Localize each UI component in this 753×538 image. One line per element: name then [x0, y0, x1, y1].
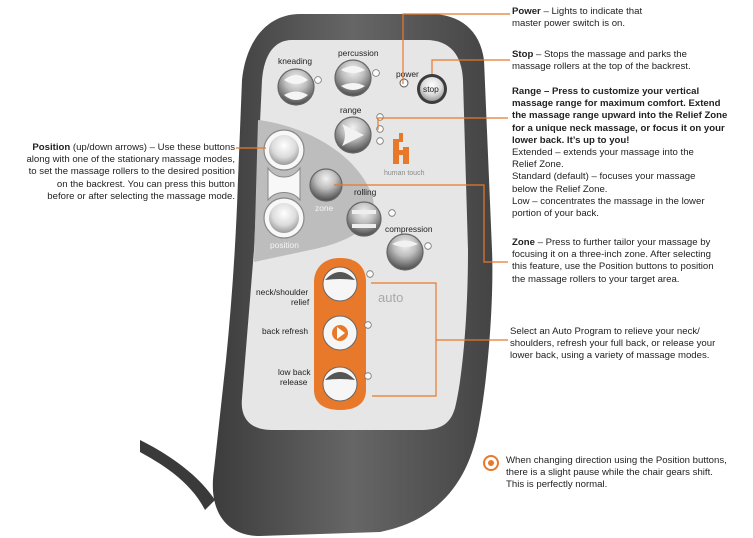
compression-button[interactable] — [386, 233, 424, 271]
zone-callout: Zone – Press to further tailor your mass… — [512, 237, 748, 286]
auto-text-1: Select an Auto Program to relieve your n… — [510, 326, 700, 337]
power-callout: Power – Lights to indicate that master p… — [512, 6, 742, 30]
back-refresh-indicator — [364, 321, 372, 329]
position-text-4: on the backrest. You can press this butt… — [56, 178, 235, 190]
position-up-button[interactable] — [263, 129, 305, 171]
power-text-2: master power switch is on. — [512, 18, 626, 30]
note-callout: When changing direction using the Positi… — [506, 455, 746, 492]
range-bold-5: lower back. It’s up to you! — [512, 134, 630, 146]
stop-text: – Stops the massage and parks the — [533, 49, 687, 60]
range-line-8: Standard (default) – focuses your massag… — [512, 171, 696, 183]
position-down-button[interactable] — [263, 197, 305, 239]
cord — [140, 440, 215, 510]
human-touch-logo — [393, 133, 409, 164]
range-line-11: portion of your back. — [512, 208, 599, 220]
zone-title: Zone — [512, 237, 535, 248]
zone-label: zone — [315, 203, 334, 213]
range-bold-4: for a unique neck massage, or focus it o… — [512, 122, 725, 134]
stop-callout: Stop – Stops the massage and parks the m… — [512, 49, 747, 73]
note-text-2: there is a slight pause while the chair … — [506, 467, 713, 479]
range-label: range — [340, 105, 362, 115]
range-title: Range — [512, 86, 542, 97]
auto-text-3: lower back, using a variety of massage m… — [510, 350, 710, 362]
range-button[interactable] — [334, 116, 372, 154]
rolling-label: rolling — [354, 187, 377, 197]
neck-shoulder-label-2: relief — [291, 297, 310, 307]
power-indicator — [399, 78, 409, 88]
auto-label: auto — [378, 290, 403, 305]
position-text-3: to set the massage rollers to the desire… — [28, 166, 235, 178]
percussion-button[interactable] — [334, 59, 372, 97]
auto-text-2: shoulders, refresh your full back, or re… — [510, 338, 716, 350]
compression-label: compression — [385, 224, 433, 234]
low-back-label-2: release — [280, 377, 308, 387]
range-low-indicator — [376, 137, 384, 145]
zone-text-3: this feature, use the Position buttons t… — [512, 261, 714, 273]
position-title: Position — [32, 142, 71, 153]
power-label: power — [396, 69, 419, 79]
rolling-indicator — [388, 209, 396, 217]
stop-label: stop — [423, 84, 439, 94]
neck-shoulder-indicator — [366, 270, 374, 278]
compression-indicator — [424, 242, 432, 250]
range-line-6: Extended – extends your massage into the — [512, 147, 694, 159]
stop-title: Stop — [512, 49, 534, 60]
kneading-indicator — [314, 76, 322, 84]
low-back-indicator — [364, 372, 372, 380]
low-back-button[interactable] — [322, 366, 358, 402]
stop-button[interactable] — [417, 74, 447, 104]
rolling-button[interactable] — [346, 201, 382, 237]
range-lead: – Press to customize your vertical — [541, 86, 700, 97]
power-text: – Lights to indicate that — [540, 6, 643, 17]
range-line-9: below the Relief Zone. — [512, 183, 608, 195]
stop-text-2: massage rollers at the top of the backre… — [512, 61, 691, 73]
power-title: Power — [512, 6, 541, 17]
auto-callout: Select an Auto Program to relieve your n… — [510, 326, 748, 363]
range-line-10: Low – concentrates the massage in the lo… — [512, 195, 705, 207]
zone-text-2: focusing it on a three-inch zone. After … — [512, 249, 711, 261]
position-text-5: before or after selecting the massage mo… — [47, 190, 235, 202]
kneading-label: kneading — [278, 56, 312, 66]
note-icon — [483, 455, 499, 471]
range-callout: Range – Press to customize your vertical… — [512, 86, 750, 220]
logo-text: human touch — [384, 170, 425, 177]
range-bold-2: massage range for maximum comfort. Exten… — [512, 98, 721, 110]
range-line-7: Relief Zone. — [512, 159, 564, 171]
leader-lines — [236, 13, 510, 397]
low-back-label-1: low back — [278, 367, 311, 377]
position-connector — [267, 166, 301, 202]
back-refresh-button[interactable] — [322, 315, 358, 351]
note-text-3: This is perfectly normal. — [506, 479, 608, 491]
kneading-button[interactable] — [277, 68, 315, 106]
zone-text-1: – Press to further tailor your massage b… — [534, 237, 711, 248]
position-callout: Position (up/down arrows) – Use these bu… — [4, 142, 235, 203]
position-label: position — [270, 240, 299, 250]
neck-shoulder-label-1: neck/shoulder — [256, 287, 308, 297]
neck-shoulder-button[interactable] — [322, 266, 358, 302]
position-text-1: (up/down arrows) – Use these buttons — [70, 142, 235, 153]
percussion-label: percussion — [338, 48, 379, 58]
range-bold-3: the massage range upward into the Relief… — [512, 110, 728, 122]
percussion-indicator — [372, 69, 380, 77]
zone-text-4: the massage rollers to your target area. — [512, 273, 680, 285]
position-text-2: along with one of the stationary massage… — [26, 154, 235, 166]
note-text-1: When changing direction using the Positi… — [506, 455, 727, 466]
back-refresh-label: back refresh — [262, 326, 308, 336]
